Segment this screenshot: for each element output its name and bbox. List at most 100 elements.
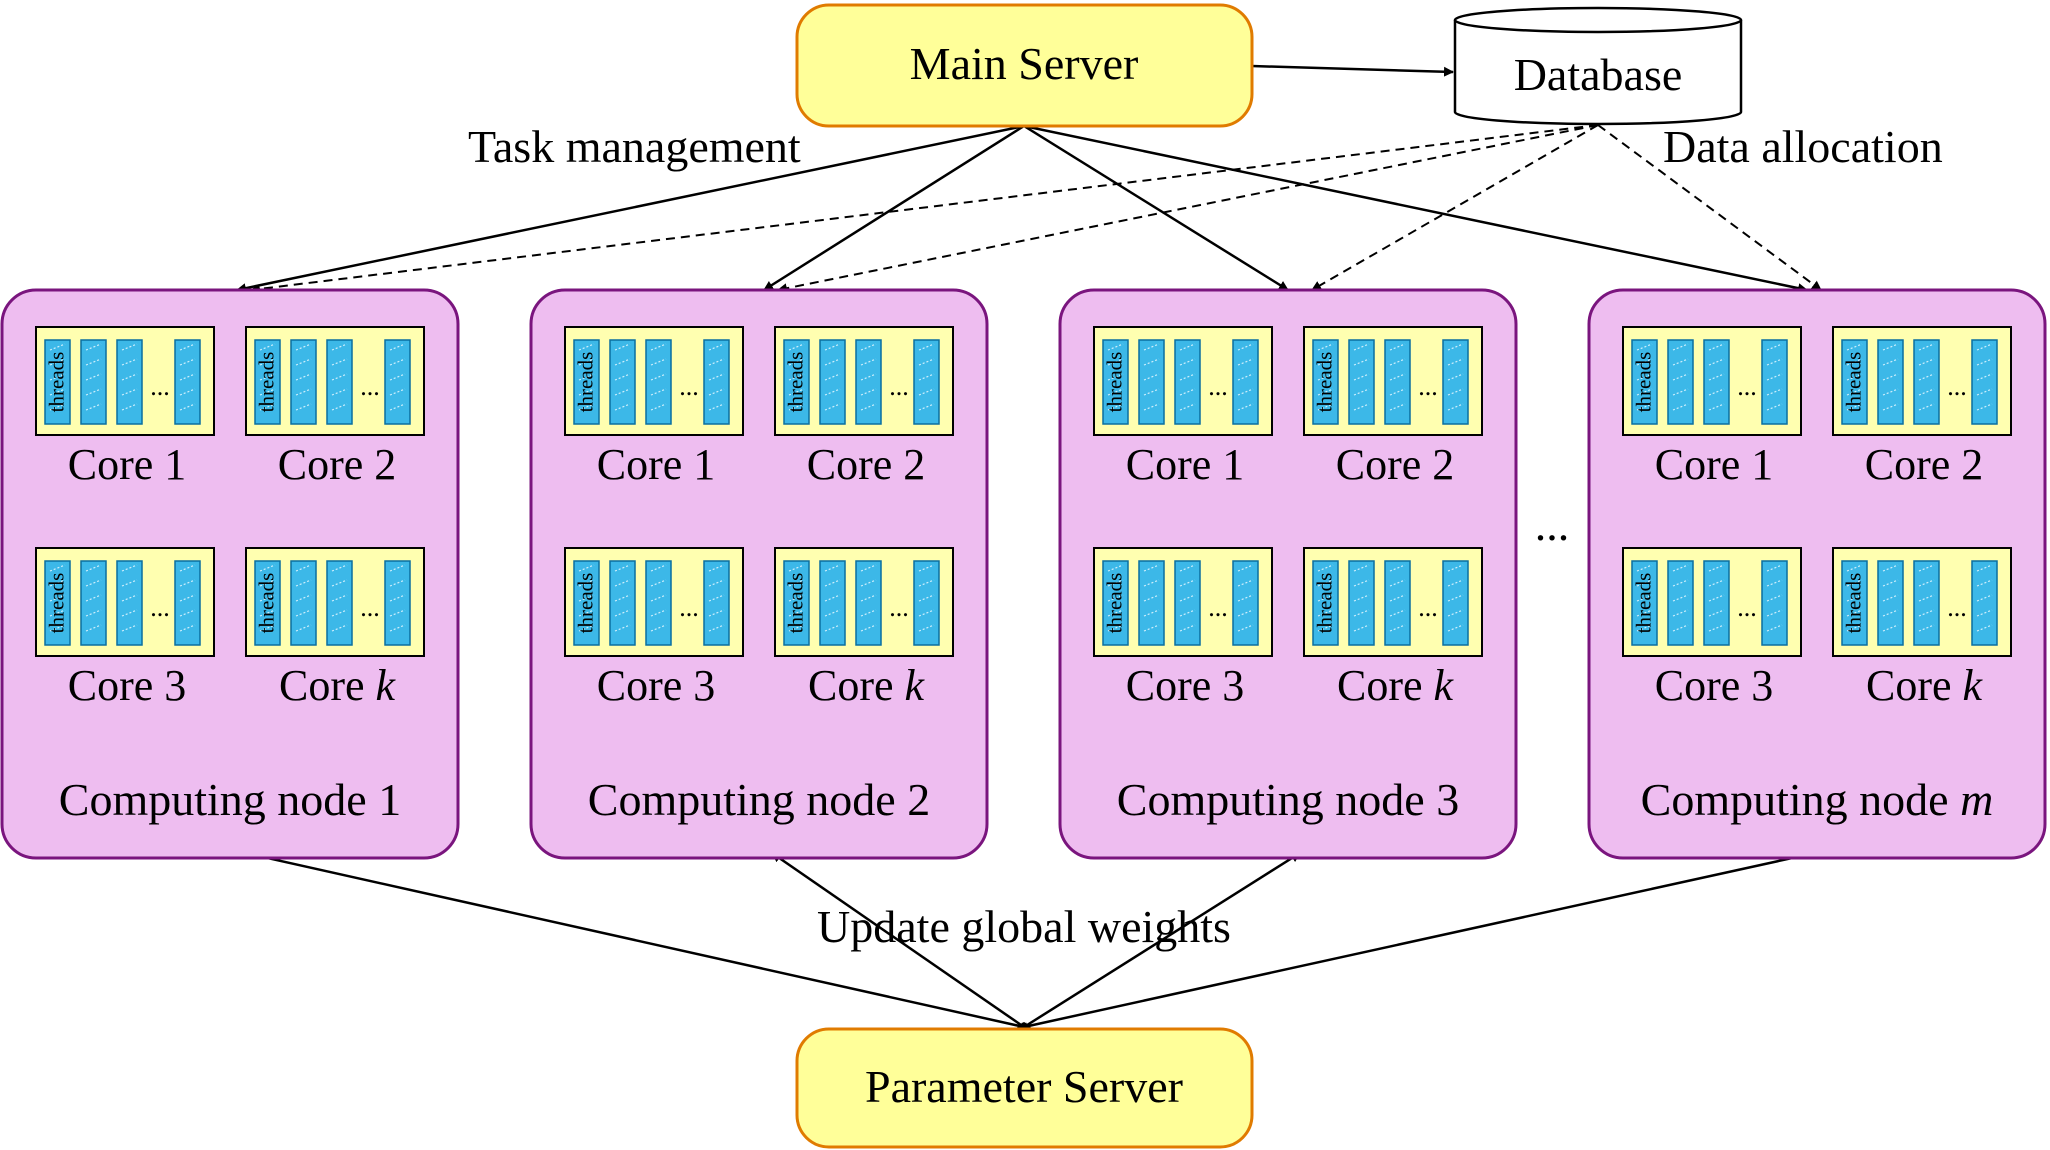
- threads-label: threads: [45, 573, 69, 634]
- data-allocation-label: Data allocation: [1663, 121, 1943, 172]
- thread-pattern: [1179, 609, 1196, 617]
- thread-pattern: [179, 609, 196, 617]
- thread-pattern: [1672, 358, 1689, 366]
- thread-pattern: [49, 373, 66, 381]
- thread-pattern: [1636, 403, 1653, 411]
- thread-pattern: [1143, 594, 1160, 602]
- thread-pattern: [1708, 579, 1725, 587]
- thread-pattern: [1976, 579, 1993, 587]
- thread-pattern: [49, 609, 66, 617]
- thread-pattern: [1636, 373, 1653, 381]
- thread-pattern: [1143, 624, 1160, 632]
- label-italic-suffix: k: [376, 661, 397, 710]
- parameter-server-label: Parameter Server: [865, 1061, 1183, 1112]
- thread-pattern: [1447, 564, 1464, 572]
- thread-pattern: [708, 358, 725, 366]
- thread-pattern: [1918, 564, 1935, 572]
- parameter-server: Parameter Server: [795, 1027, 1254, 1149]
- thread-pattern: [1846, 579, 1863, 587]
- thread-pattern: [1237, 579, 1254, 587]
- thread-pattern: [1107, 343, 1124, 351]
- thread-pattern: [1918, 609, 1935, 617]
- thread-pattern: [708, 343, 725, 351]
- thread-pattern: [1237, 609, 1254, 617]
- thread-pattern: [1179, 624, 1196, 632]
- thread-pattern: [1636, 624, 1653, 632]
- thread-ellipsis: ...: [360, 593, 380, 622]
- label-text: Core 2: [1865, 440, 1984, 489]
- thread-pattern: [708, 403, 725, 411]
- thread-pattern: [1976, 609, 1993, 617]
- thread-bar: [783, 560, 810, 646]
- thread-bar: [913, 339, 940, 425]
- thread-pattern: [49, 594, 66, 602]
- thread-bar: [783, 339, 810, 425]
- thread-pattern: [1976, 358, 1993, 366]
- thread-pattern: [1107, 564, 1124, 572]
- thread-pattern: [1766, 388, 1783, 396]
- thread-pattern: [179, 373, 196, 381]
- thread-pattern: [1317, 373, 1334, 381]
- thread-bar: [290, 339, 317, 425]
- threads-label: threads: [1103, 352, 1127, 413]
- thread-bar: [44, 339, 71, 425]
- thread-pattern: [259, 564, 276, 572]
- thread-pattern: [259, 358, 276, 366]
- core: threads...Core 3: [35, 547, 215, 710]
- thread-pattern: [179, 624, 196, 632]
- node-ellipsis: ...: [1535, 499, 1570, 550]
- thread-pattern: [389, 343, 406, 351]
- thread-pattern: [1882, 373, 1899, 381]
- thread-pattern: [1882, 624, 1899, 632]
- core-label: Core k: [279, 661, 397, 710]
- thread-pattern: [918, 343, 935, 351]
- thread-pattern: [1846, 343, 1863, 351]
- thread-pattern: [1143, 403, 1160, 411]
- thread-pattern: [389, 624, 406, 632]
- thread-pattern: [295, 403, 312, 411]
- thread-pattern: [1447, 594, 1464, 602]
- thread-pattern: [1882, 579, 1899, 587]
- thread-pattern: [295, 564, 312, 572]
- thread-pattern: [1882, 343, 1899, 351]
- thread-bar: [819, 339, 846, 425]
- thread-pattern: [1636, 358, 1653, 366]
- label-text: Core 2: [807, 440, 926, 489]
- thread-pattern: [1143, 358, 1160, 366]
- thread-pattern: [259, 609, 276, 617]
- thread-pattern: [295, 373, 312, 381]
- thread-bar: [609, 560, 636, 646]
- thread-pattern: [824, 388, 841, 396]
- core: threads...Core k: [245, 547, 425, 710]
- thread-bar: [1971, 339, 1998, 425]
- thread-pattern: [1636, 388, 1653, 396]
- thread-pattern: [1317, 609, 1334, 617]
- thread-pattern: [259, 388, 276, 396]
- thread-pattern: [1918, 594, 1935, 602]
- thread-pattern: [650, 609, 667, 617]
- thread-pattern: [1179, 594, 1196, 602]
- thread-pattern: [650, 388, 667, 396]
- thread-pattern: [1353, 579, 1370, 587]
- thread-pattern: [1766, 609, 1783, 617]
- thread-pattern: [1846, 594, 1863, 602]
- thread-pattern: [259, 594, 276, 602]
- thread-pattern: [85, 624, 102, 632]
- thread-pattern: [1389, 579, 1406, 587]
- thread-pattern: [389, 609, 406, 617]
- core: threads...Core k: [1303, 547, 1483, 710]
- thread-bar: [290, 560, 317, 646]
- thread-pattern: [918, 373, 935, 381]
- thread-pattern: [1389, 343, 1406, 351]
- thread-pattern: [121, 343, 138, 351]
- thread-pattern: [85, 579, 102, 587]
- label-text: Core: [279, 661, 376, 710]
- thread-pattern: [1107, 594, 1124, 602]
- label-text: Core 2: [278, 440, 397, 489]
- thread-pattern: [331, 564, 348, 572]
- thread-bar: [1442, 339, 1469, 425]
- thread-pattern: [614, 388, 631, 396]
- thread-pattern: [1107, 388, 1124, 396]
